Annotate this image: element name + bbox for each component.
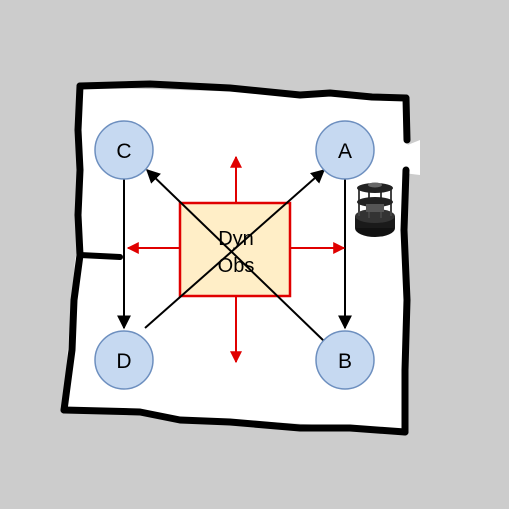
node-d-circle — [94, 330, 154, 390]
diagonal-path-edges — [144, 169, 326, 343]
wall-inner-left — [77, 252, 123, 260]
wall-top — [76, 80, 410, 102]
edge-b-to-c — [145, 169, 326, 343]
free-space-doorway — [395, 140, 420, 175]
obstacle-motion-arrows — [126, 155, 346, 364]
node-d-label: D — [116, 350, 131, 373]
node-c-label: C — [116, 140, 131, 163]
edge-d-to-a — [144, 169, 326, 329]
map-walls — [60, 80, 411, 436]
node-a-label: A — [338, 140, 352, 163]
waypoint-nodes: A B C D — [94, 120, 375, 390]
turtlebot-robot-icon — [355, 182, 395, 237]
node-a-circle — [315, 120, 375, 180]
wall-left — [60, 82, 84, 414]
dynamic-obstacle-label-line2: Obs — [218, 255, 255, 277]
wall-right-upper — [402, 94, 411, 144]
node-b-circle — [315, 330, 375, 390]
node-b-label: B — [338, 350, 352, 373]
node-b: B — [315, 330, 375, 390]
wall-bottom — [60, 406, 409, 436]
node-c: C — [94, 120, 154, 180]
node-a: A — [315, 120, 375, 180]
wall-right-lower — [400, 166, 411, 436]
node-c-circle — [94, 120, 154, 180]
node-d: D — [94, 330, 154, 390]
dynamic-obstacle-label-line1: Dyn — [218, 228, 254, 250]
